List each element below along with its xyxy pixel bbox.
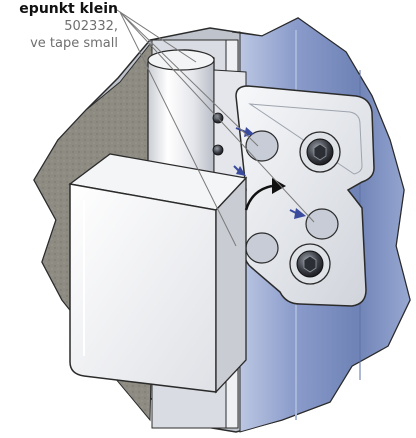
barrel-screw-bottom (212, 144, 224, 156)
adhesive-tape-pad-2 (305, 208, 339, 240)
rotation-arrow (244, 184, 273, 211)
adhesive-tape-pad-1 (245, 130, 279, 162)
callout-title: epunkt klein (19, 1, 118, 17)
callout-article-number: 502332, (64, 19, 118, 34)
callout-description: ve tape small (30, 36, 118, 51)
adhesive-tape-pad-3 (245, 232, 279, 264)
callout-leader-lines (113, 7, 315, 247)
